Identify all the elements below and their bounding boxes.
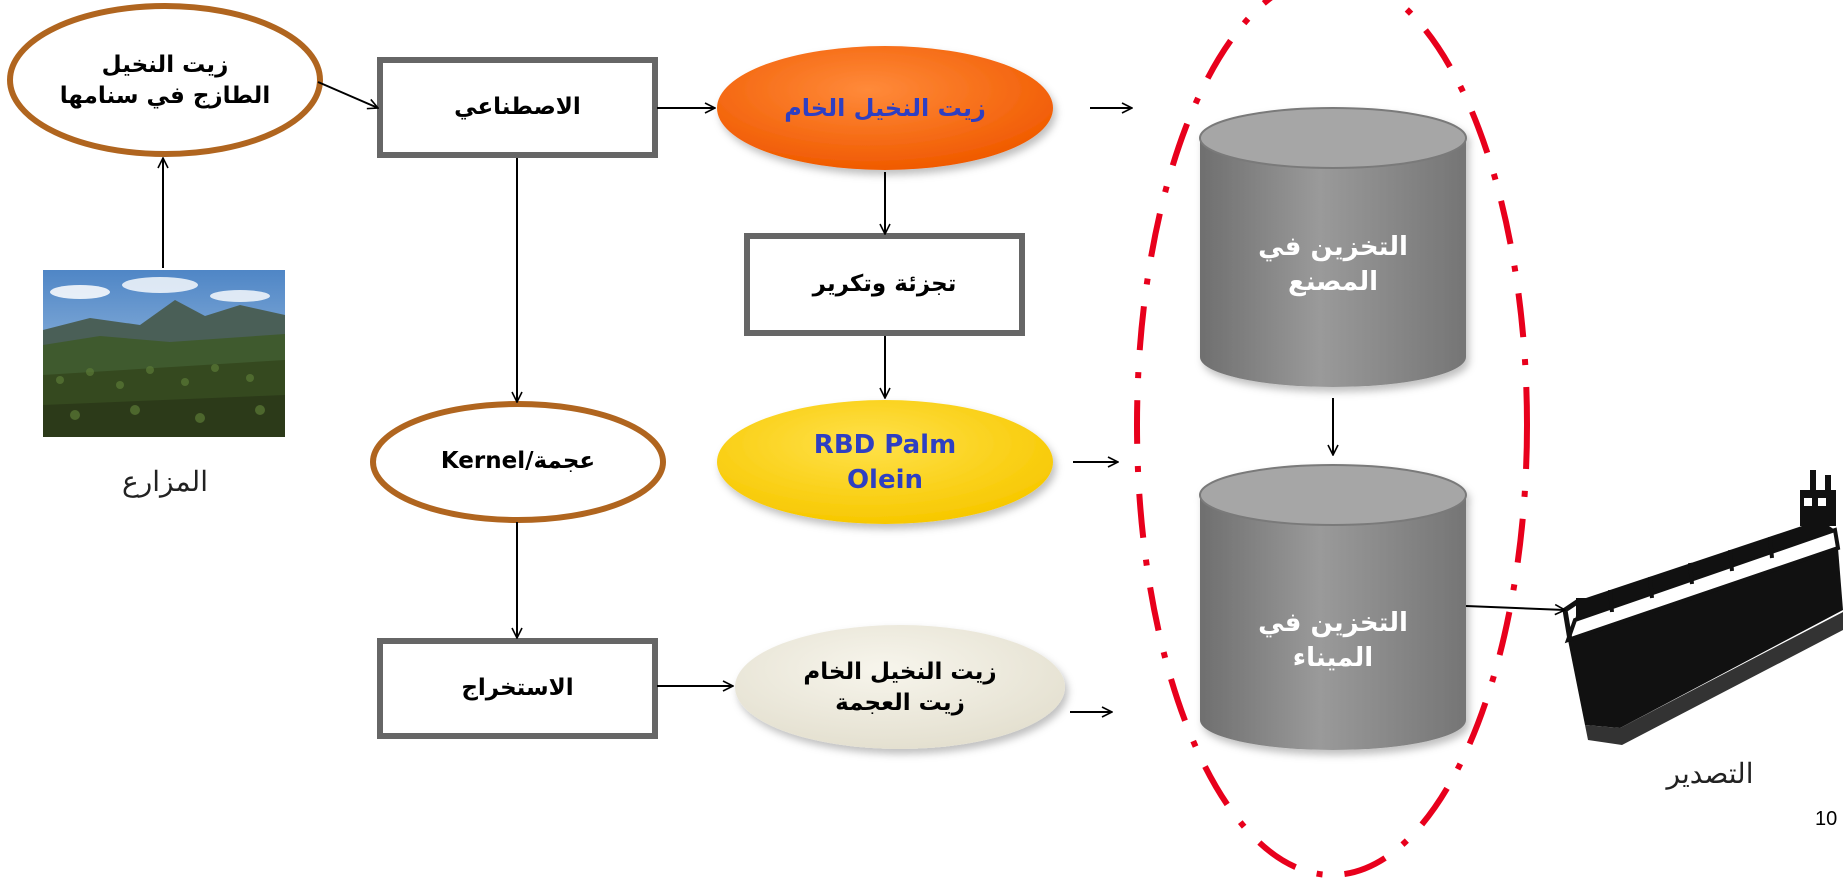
kernel-node — [370, 401, 666, 523]
page-number: 10 — [1815, 808, 1838, 830]
oil-tanker-ship-icon — [1562, 470, 1843, 745]
fresh-oil-node — [7, 3, 323, 157]
crude-palm-oil-label: زيت النخيل الخام — [784, 93, 986, 122]
flow-arrows — [163, 81, 1565, 712]
kernel-oil-node — [735, 625, 1065, 749]
plantations-label: المزارع — [122, 466, 208, 498]
export-label: التصدير — [1666, 758, 1754, 790]
extraction-node — [377, 638, 658, 739]
mill-node — [377, 57, 658, 158]
extraction-label: الاستخراج — [461, 674, 574, 701]
factory-storage-cylinder — [1199, 107, 1467, 387]
rbd-olein-node — [717, 400, 1053, 524]
fractionation-label: تجزئة وتكرير — [812, 270, 957, 297]
mill-label: الاصطناعي — [454, 93, 581, 120]
kernel-label: Kernel/عجمة — [440, 448, 596, 475]
port-storage-cylinder — [1199, 464, 1467, 750]
storage-zone-outline — [1134, 0, 1530, 878]
palm-plantation-photo — [43, 270, 285, 437]
fractionation-node — [744, 233, 1025, 336]
crude-palm-oil-node — [717, 46, 1053, 170]
